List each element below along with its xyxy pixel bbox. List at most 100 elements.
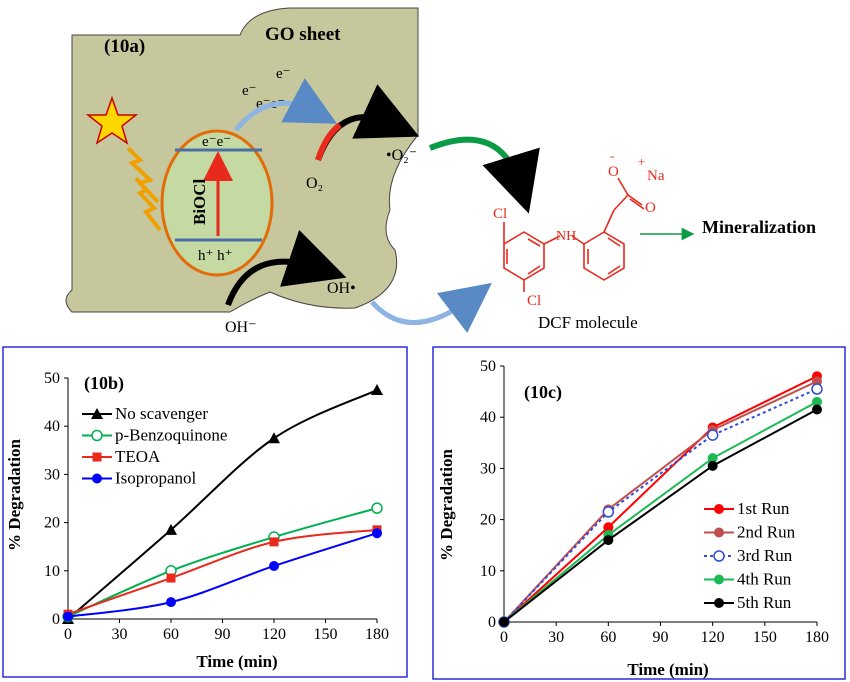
atom-cl-top: Cl	[493, 206, 507, 222]
legend-label: 3rd Run	[737, 546, 793, 565]
x-tick-label: 90	[215, 626, 231, 643]
oxygen-arrow-red-part	[315, 122, 342, 161]
x-tick-label: 0	[64, 626, 72, 643]
series-line	[503, 380, 818, 623]
x-tick-label: 180	[805, 629, 829, 646]
data-point	[602, 506, 615, 518]
dcf-molecule-structure	[503, 177, 645, 292]
data-point	[371, 384, 383, 396]
legend-label: 1st Run	[737, 499, 790, 518]
catalyst-label: BiOCl	[190, 178, 209, 225]
series-line	[503, 388, 818, 623]
legend-marker	[92, 452, 102, 462]
x-tick-label: 120	[701, 629, 725, 646]
x-tick-label: 60	[163, 626, 179, 643]
plot-frame	[432, 346, 846, 680]
data-point	[707, 453, 718, 464]
legend-label: p-Benzoquinone	[115, 426, 227, 445]
hydroxide-oxidation-arrow	[225, 229, 347, 307]
y-tick-label: 20	[44, 515, 60, 532]
oxygen-label: O₂	[306, 175, 323, 192]
data-point	[268, 432, 280, 444]
cb-electrons: e⁻e⁻	[202, 134, 231, 150]
data-point	[372, 528, 382, 539]
data-point	[812, 376, 822, 387]
o-minus-charge: -	[610, 148, 614, 163]
panel-label-10a: (10a)	[104, 36, 145, 57]
y-tick-label: 10	[44, 563, 60, 580]
data-point	[269, 560, 279, 571]
legend-marker	[92, 473, 102, 484]
legend-marker	[91, 408, 103, 419]
electron-1: e⁻	[242, 83, 257, 99]
legend-marker	[714, 574, 724, 585]
x-tick-label: 30	[112, 626, 128, 643]
panel-label-10b: (10b)	[84, 373, 124, 394]
y-tick-label: 10	[480, 563, 496, 580]
hydroxide-label: OH⁻	[225, 319, 257, 336]
data-point	[499, 617, 509, 627]
superoxide-attack-arrow	[428, 136, 540, 214]
y-tick-label: 0	[488, 614, 496, 631]
data-point	[812, 396, 822, 407]
atom-nh: NH	[556, 229, 576, 244]
data-point	[269, 537, 279, 547]
hydroxyl-radical-label: OH•	[327, 280, 356, 297]
x-tick-label: 0	[500, 629, 508, 646]
hydroxyl-attack-arrow	[370, 282, 492, 334]
series-line	[503, 375, 818, 623]
legend-label: Isopropanol	[115, 469, 196, 488]
lightning-icon-2	[134, 176, 162, 232]
atom-o-minus: O	[608, 164, 619, 180]
legend-marker	[714, 527, 724, 538]
y-tick-label: 50	[480, 358, 496, 375]
light-star-icon	[85, 95, 139, 145]
y-tick-label: 0	[52, 611, 60, 628]
go-sheet-label: GO sheet	[265, 24, 341, 45]
x-tick-label: 120	[262, 626, 286, 643]
series-line	[503, 408, 818, 623]
legend-label: 4th Run	[737, 570, 792, 589]
data-point	[812, 404, 822, 415]
atom-o: O	[645, 200, 656, 216]
y-tick-label: 30	[44, 466, 60, 483]
legend-marker	[713, 550, 725, 562]
x-tick-label: 30	[548, 629, 564, 646]
x-axis-label: Time (min)	[196, 652, 277, 671]
series-line	[67, 389, 378, 620]
legend-label: No scavenger	[115, 404, 208, 423]
electron-transfer-arrow	[234, 78, 338, 132]
series-line	[67, 532, 378, 618]
x-tick-label: 90	[653, 629, 669, 646]
mineralization-label: Mineralization	[702, 217, 816, 237]
data-point	[63, 611, 73, 622]
legend-label: 2nd Run	[737, 523, 796, 542]
dcf-molecule-label: DCF molecule	[538, 313, 638, 332]
data-point	[165, 523, 177, 535]
y-tick-label: 50	[44, 370, 60, 387]
vb-holes: h⁺ h⁺	[198, 248, 233, 264]
x-tick-label: 60	[600, 629, 616, 646]
plot-frame	[2, 346, 408, 678]
atom-na: Na	[647, 168, 665, 184]
legend-marker	[91, 429, 103, 442]
panel-label-10c: (10c)	[524, 382, 562, 403]
data-point	[371, 502, 383, 514]
x-tick-label: 180	[365, 626, 389, 643]
y-axis-label: % Degradation	[437, 449, 456, 561]
superoxide-label: •O₂⁻	[386, 147, 417, 164]
na-charge: +	[638, 154, 645, 169]
series-line	[67, 528, 378, 616]
legend-label: 5th Run	[737, 593, 792, 612]
legend-label: TEOA	[115, 447, 161, 466]
series-line	[503, 400, 818, 623]
x-axis-label: Time (min)	[627, 660, 708, 679]
data-point	[603, 522, 614, 533]
data-point	[166, 597, 176, 608]
x-tick-label: 150	[753, 629, 777, 646]
data-point	[707, 460, 718, 471]
y-tick-label: 40	[44, 418, 60, 435]
data-point	[166, 573, 176, 583]
series-line	[67, 507, 378, 618]
